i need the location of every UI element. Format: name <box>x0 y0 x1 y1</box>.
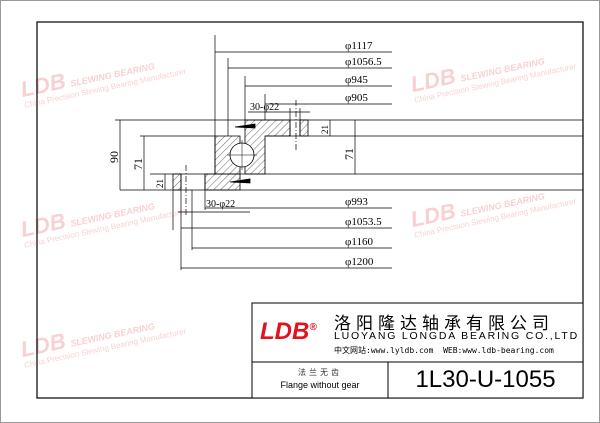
dim-top-4: φ905 <box>345 92 368 104</box>
flange-upper: 21 <box>320 125 330 134</box>
dim-bottom-1: φ993 <box>345 196 368 208</box>
web-cn-link[interactable]: www.lyldb.com <box>370 346 434 355</box>
dim-bottom-4: φ1200 <box>345 256 374 268</box>
model-number: 1L30-U-1055 <box>415 366 556 393</box>
web-cn-label: 中文网站: <box>334 346 371 355</box>
dim-bottom-2: φ1053.5 <box>345 216 382 228</box>
company-logo: LDB® <box>260 318 317 345</box>
title-block-frame <box>251 302 584 399</box>
dim-bottom-3: φ1160 <box>345 236 373 248</box>
holes-upper-label: 30-φ22 <box>250 102 279 113</box>
ring-section <box>172 119 583 191</box>
holes-lower-label: 30-φ22 <box>206 199 235 210</box>
dim-top-2: φ1056.5 <box>345 56 382 68</box>
dim-top-1: φ1117 <box>345 40 373 52</box>
height-right: 71 <box>342 148 356 160</box>
top-dimension-lines <box>115 35 392 270</box>
company-name-en: LUOYANG LONGDA BEARING CO.,LTD <box>334 330 579 342</box>
height-total: 90 <box>107 151 121 163</box>
description-cn: 法兰无齿 <box>298 368 342 377</box>
flange-lower: 21 <box>155 179 165 188</box>
web-en-link[interactable]: www.ldb-bearing.com <box>462 346 554 355</box>
height-left: 71 <box>131 158 145 170</box>
description-en: Flange without gear <box>280 380 360 390</box>
company-name-cn: 洛阳隆达轴承有限公司 <box>334 314 554 333</box>
web-en-label: WEB: <box>443 346 463 355</box>
websites: 中文网站:www.lyldb.com WEB:www.ldb-bearing.c… <box>334 345 554 356</box>
dim-top-3: φ945 <box>345 74 368 86</box>
